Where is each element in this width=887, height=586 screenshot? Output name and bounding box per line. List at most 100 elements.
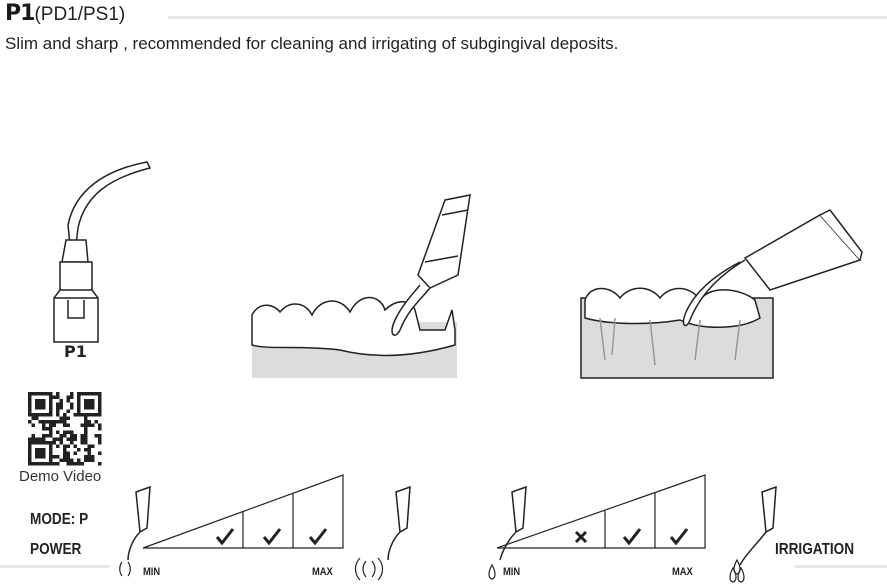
header-divider xyxy=(168,16,887,19)
qr-module xyxy=(87,413,91,417)
qr-module xyxy=(63,430,67,434)
qr-module xyxy=(49,399,53,403)
qr-module xyxy=(66,462,70,466)
qr-module xyxy=(66,458,70,462)
qr-module xyxy=(28,409,32,413)
qr-module xyxy=(63,420,67,424)
qr-module xyxy=(70,395,74,399)
qr-module xyxy=(73,437,77,441)
mode-label: MODE: P xyxy=(30,511,89,528)
qr-module xyxy=(59,441,63,445)
qr-module xyxy=(98,406,102,410)
qr-module xyxy=(28,441,32,445)
qr-module xyxy=(77,409,81,413)
qr-module xyxy=(49,458,53,462)
qr-module xyxy=(91,402,95,406)
qr-module xyxy=(42,420,46,424)
qr-module xyxy=(84,406,88,410)
qr-module xyxy=(38,451,42,455)
qr-module xyxy=(66,416,70,420)
qr-module xyxy=(56,409,60,413)
tip-code: P1 xyxy=(5,1,35,26)
qr-module xyxy=(49,451,53,455)
qr-module xyxy=(70,406,74,410)
irrigation-level-3-check-icon xyxy=(669,528,689,546)
qr-module xyxy=(42,392,46,396)
qr-module xyxy=(38,455,42,459)
qr-module xyxy=(28,395,32,399)
qr-module xyxy=(56,406,60,410)
qr-module xyxy=(56,395,60,399)
qr-module xyxy=(28,392,32,396)
qr-module xyxy=(35,402,39,406)
qr-module xyxy=(28,437,32,441)
qr-module xyxy=(63,423,67,427)
qr-module xyxy=(70,434,74,438)
qr-module xyxy=(38,399,42,403)
qr-module xyxy=(91,413,95,417)
power-max-label: MAX xyxy=(312,566,333,578)
irrigation-level-2-check-icon xyxy=(622,528,642,546)
qr-module xyxy=(84,420,88,424)
qr-module xyxy=(70,430,74,434)
qr-module xyxy=(77,413,81,417)
qr-module xyxy=(77,458,81,462)
qr-module xyxy=(45,392,49,396)
qr-module xyxy=(28,448,32,452)
tip-label: P1 xyxy=(64,342,87,361)
qr-module xyxy=(63,451,67,455)
qr-module xyxy=(52,395,56,399)
qr-module xyxy=(42,399,46,403)
qr-module xyxy=(42,402,46,406)
qr-module xyxy=(49,444,53,448)
qr-module xyxy=(59,416,63,420)
qr-module xyxy=(87,406,91,410)
qr-module xyxy=(28,444,32,448)
qr-module xyxy=(63,434,67,438)
qr-module xyxy=(56,420,60,424)
qr-module xyxy=(52,441,56,445)
qr-module xyxy=(28,413,32,417)
qr-module xyxy=(45,441,49,445)
qr-module xyxy=(49,413,53,417)
qr-module xyxy=(98,392,102,396)
qr-module xyxy=(56,444,60,448)
qr-code[interactable] xyxy=(28,392,102,466)
qr-module xyxy=(63,444,67,448)
qr-module xyxy=(42,406,46,410)
tip-alternates: (PD1/PS1) xyxy=(34,4,126,25)
irrigation-label: IRRIGATION xyxy=(775,541,855,558)
level-marks xyxy=(215,528,689,546)
qr-module xyxy=(66,444,70,448)
qr-module xyxy=(77,448,81,452)
qr-module xyxy=(45,420,49,424)
qr-module xyxy=(87,392,91,396)
qr-module xyxy=(35,448,39,452)
qr-module xyxy=(59,399,63,403)
qr-module xyxy=(31,441,35,445)
qr-module xyxy=(98,423,102,427)
qr-module xyxy=(98,409,102,413)
qr-module xyxy=(84,430,88,434)
qr-module xyxy=(98,427,102,431)
qr-module xyxy=(56,455,60,459)
scaler-tip-illustration xyxy=(53,161,152,343)
qr-module xyxy=(84,402,88,406)
qr-module xyxy=(35,441,39,445)
qr-module xyxy=(84,413,88,417)
qr-module xyxy=(52,455,56,459)
qr-module xyxy=(49,462,53,466)
tip-title: P1(PD1/PS1) xyxy=(5,1,125,26)
qr-module xyxy=(94,434,98,438)
qr-module xyxy=(84,392,88,396)
qr-module xyxy=(66,395,70,399)
power-min-label: MIN xyxy=(143,566,161,578)
qr-module xyxy=(59,406,63,410)
qr-module xyxy=(59,458,63,462)
qr-module xyxy=(31,462,35,466)
irrigation-level-1-cross-icon xyxy=(574,530,588,544)
qr-module xyxy=(77,402,81,406)
qr-module xyxy=(38,420,42,424)
qr-module xyxy=(45,427,49,431)
